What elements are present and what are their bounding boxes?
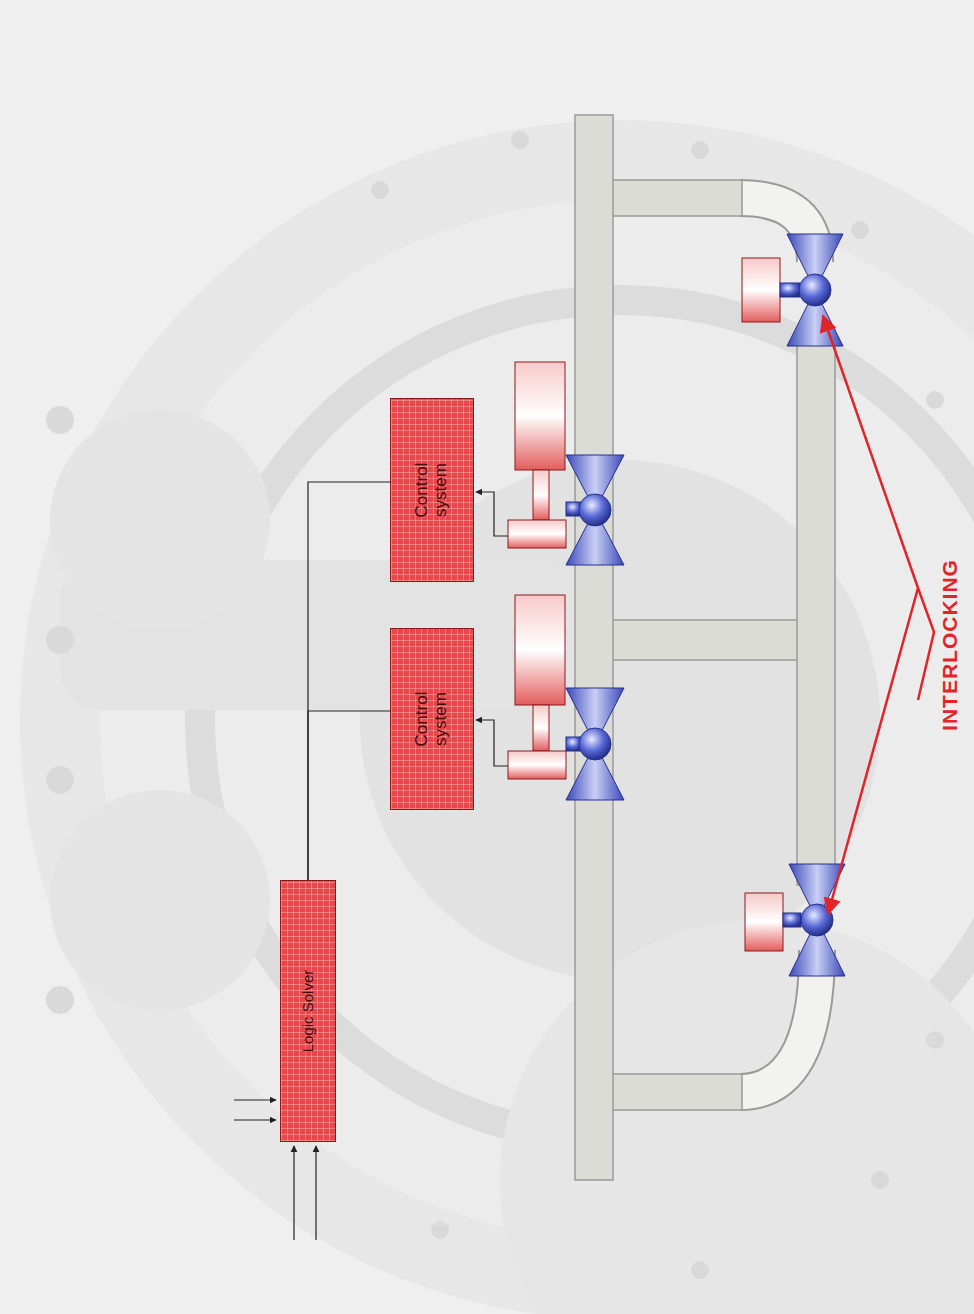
logic-solver-box: Logic Solver [280, 880, 336, 1142]
actuated-valve [508, 362, 624, 565]
pipework [575, 115, 835, 1180]
signal-connector [308, 711, 390, 880]
node-label: Control system [413, 683, 450, 755]
signal-connector [308, 482, 390, 880]
actuated-valve [508, 595, 624, 800]
interlocking-pointer [823, 316, 934, 914]
callout-label: INTERLOCKING [938, 559, 962, 731]
signal-wire [476, 492, 508, 766]
node-label: Logic Solver [300, 970, 317, 1053]
hand-valve [745, 864, 845, 976]
control-system-box: Control system [390, 628, 474, 810]
control-system-box: Control system [390, 398, 474, 582]
node-label: Control system [413, 454, 450, 526]
background-picture [20, 120, 974, 1314]
